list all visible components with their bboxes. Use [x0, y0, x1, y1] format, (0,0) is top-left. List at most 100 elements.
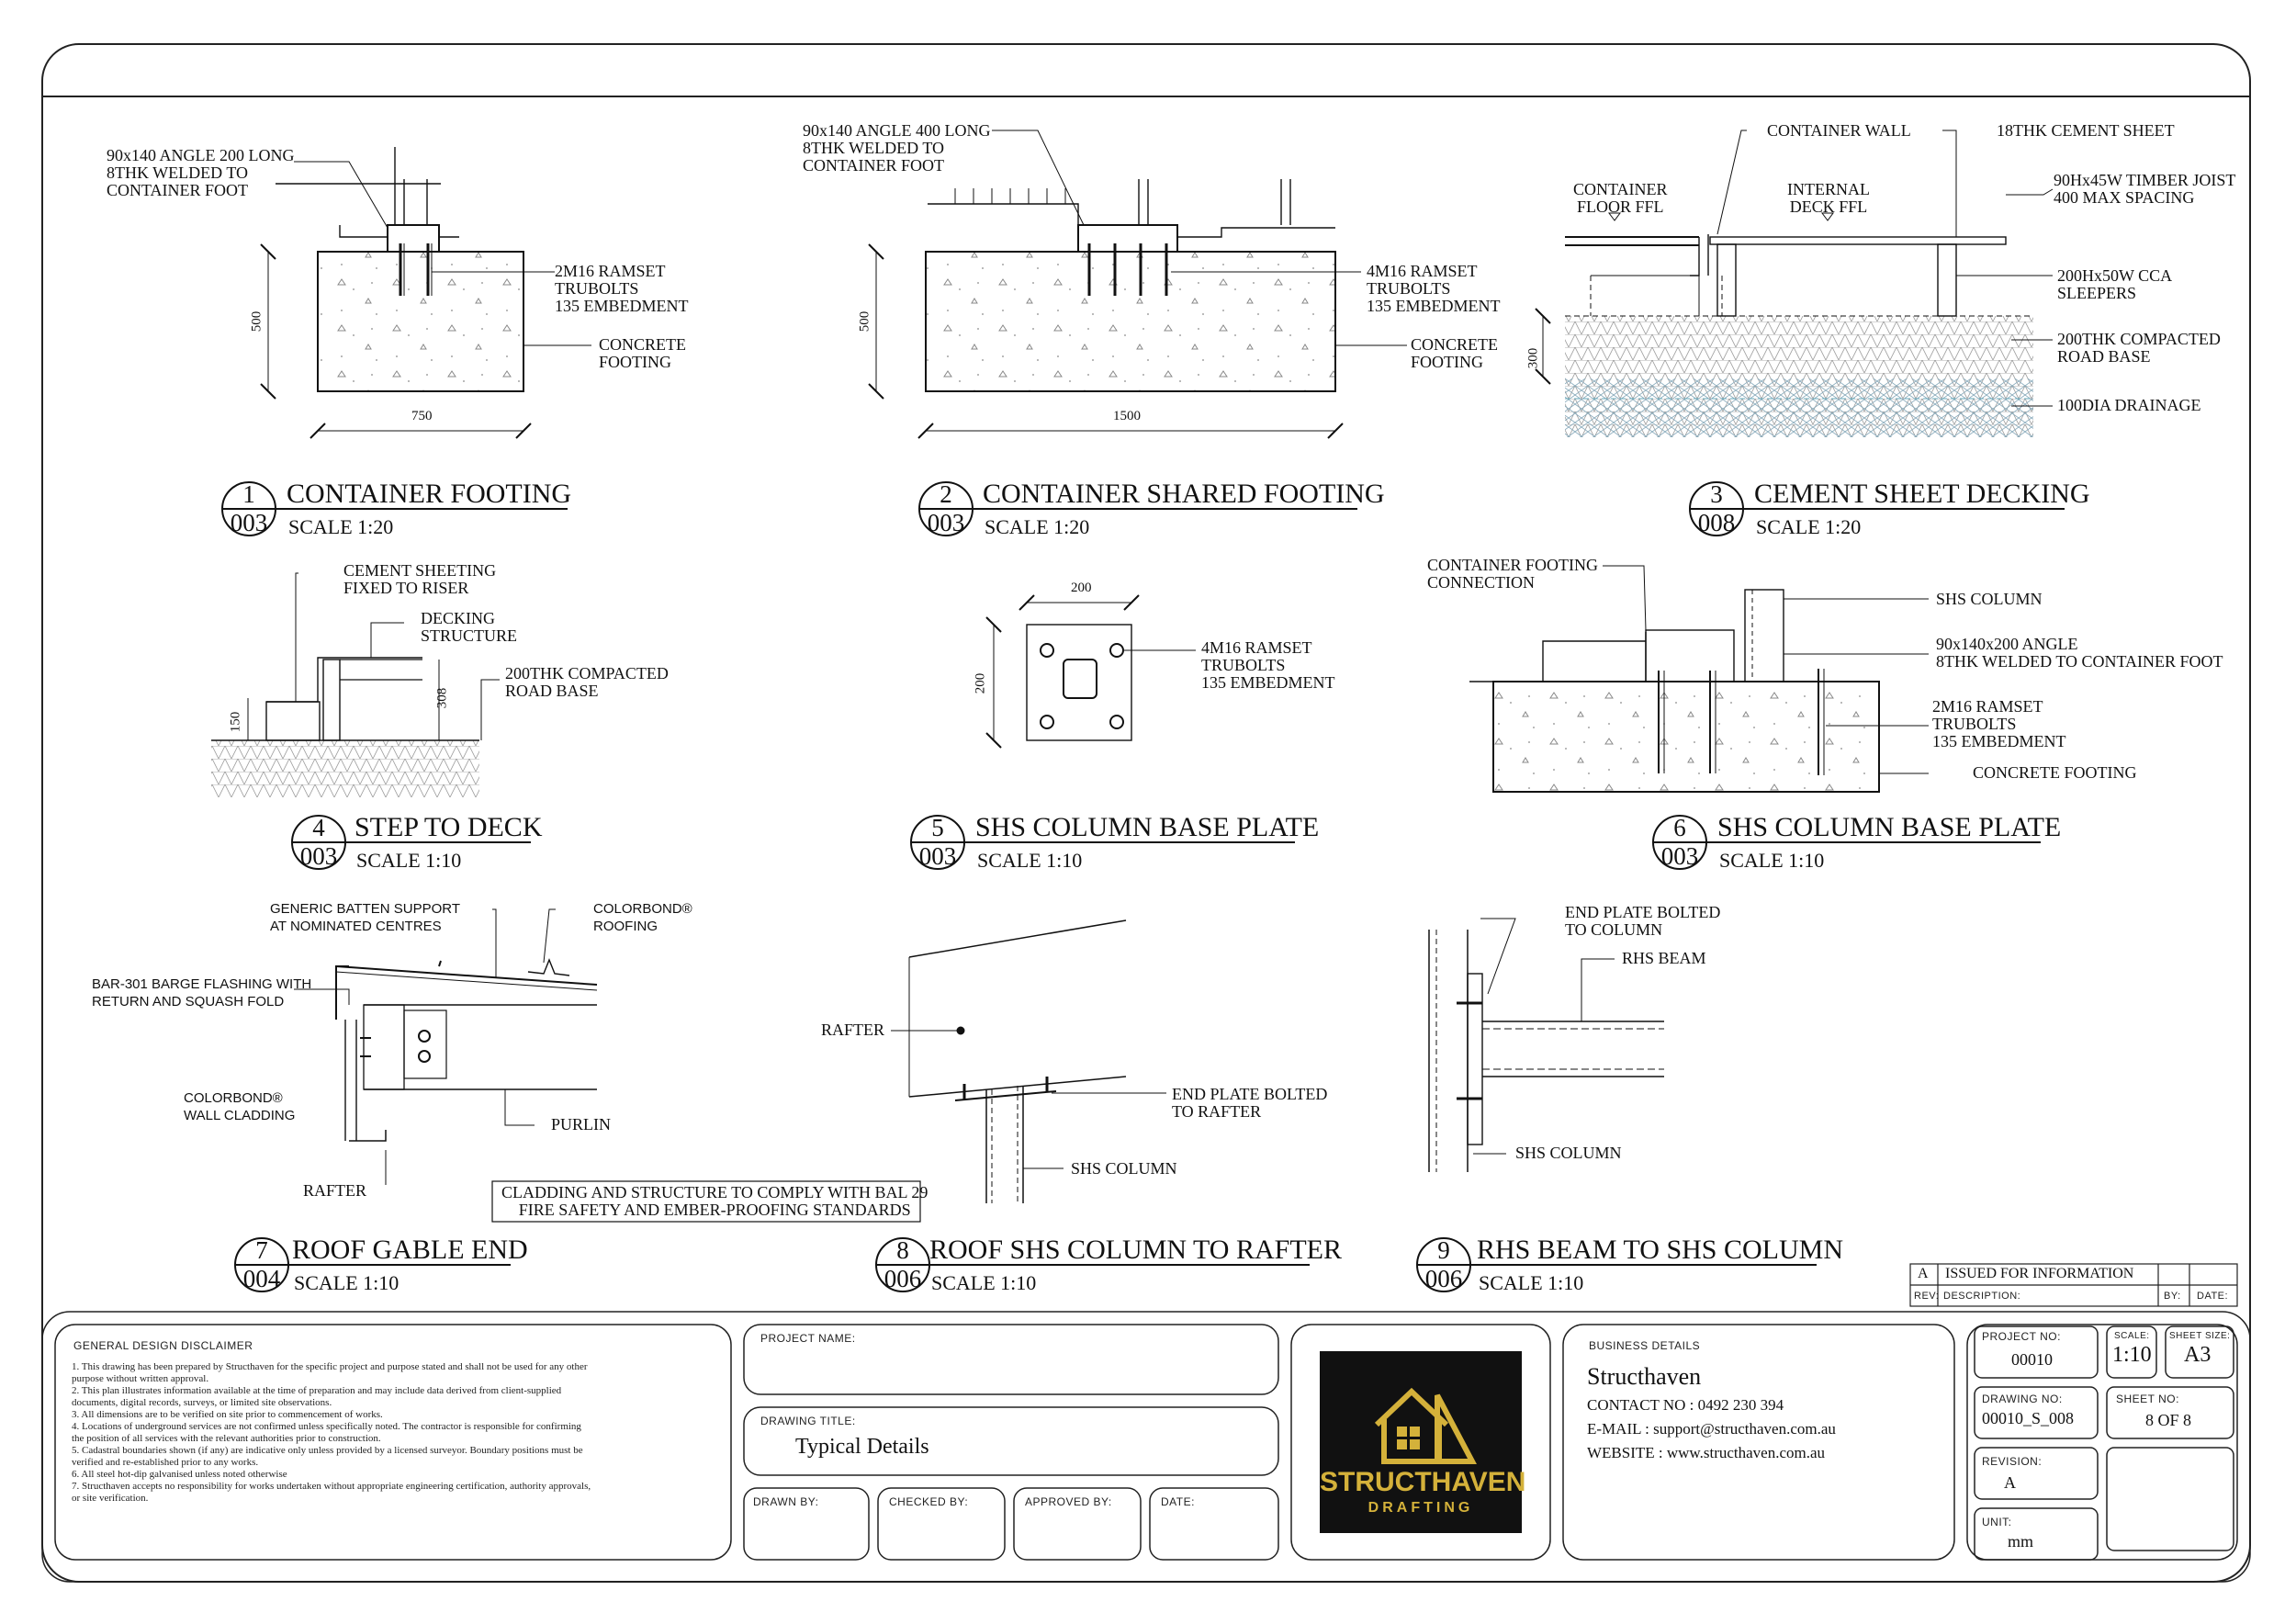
- detail-1-title: CONTAINER FOOTING: [287, 479, 572, 509]
- revision-table-grid: [1909, 1263, 2238, 1307]
- d8-rafter-note: RAFTER: [821, 1021, 885, 1039]
- d3-wall-note: CONTAINER WALL: [1767, 121, 1911, 140]
- d4-sheeting-note: CEMENT SHEETING FIXED TO RISER: [343, 561, 497, 597]
- detail-8-sheet: 006: [884, 1265, 922, 1292]
- detail-6-drawing: [1469, 565, 1929, 793]
- d8-column-note: SHS COLUMN: [1071, 1159, 1177, 1178]
- scale-value: 1:10: [2112, 1343, 2152, 1367]
- d6-footing-note: CONCRETE FOOTING: [1973, 763, 2137, 782]
- project-no-label: PROJECT NO:: [1982, 1330, 2061, 1343]
- logo-name: STRUCTHAVEN: [1320, 1467, 1526, 1497]
- sheet-size-value: A3: [2184, 1343, 2212, 1367]
- detail-7-drawing: [294, 908, 921, 1223]
- d4-h2-dim: 308: [434, 687, 450, 709]
- revision-table-rev-header: REV:: [1914, 1291, 1940, 1302]
- detail-1-sheet: 003: [230, 509, 268, 536]
- business-details-label: BUSINESS DETAILS: [1589, 1339, 1701, 1352]
- disclaimer-line: 3. All dimensions are to be verified on …: [72, 1409, 383, 1420]
- d6-angle-note: 90x140x200 ANGLE 8THK WELDED TO CONTAINE…: [1936, 635, 2223, 671]
- d7-roofing-note: COLORBOND® ROOFING: [593, 901, 692, 934]
- d7-flashing-note: BAR-301 BARGE FLASHING WITH RETURN AND S…: [92, 976, 312, 1009]
- detail-2-number: 2: [940, 480, 952, 508]
- revision-label: REVISION:: [1982, 1455, 2043, 1468]
- business-name: Structhaven: [1587, 1363, 1702, 1390]
- drawing-title-value: Typical Details: [795, 1435, 929, 1459]
- revision-value: A: [2004, 1473, 2016, 1492]
- detail-5-sheet: 003: [918, 842, 957, 870]
- d4-base-note: 200THK COMPACTED ROAD BASE: [505, 664, 669, 700]
- disclaimer-line: purpose without written approval.: [72, 1373, 209, 1384]
- detail-4-scale: SCALE 1:10: [356, 849, 462, 872]
- d1-width-dim: 750: [411, 409, 433, 423]
- d5-width-dim: 200: [1071, 581, 1092, 595]
- d3-sleepers-note: 200Hx50W CCA SLEEPERS: [2057, 266, 2173, 302]
- project-no-value: 00010: [2011, 1350, 2053, 1369]
- detail-5-drawing: [985, 594, 1196, 749]
- detail-3-sheet: 008: [1697, 509, 1736, 536]
- detail-5-scale: SCALE 1:10: [977, 849, 1083, 872]
- detail-bubbles: [221, 481, 2065, 1292]
- d2-footing-note: CONCRETE FOOTING: [1411, 335, 1499, 371]
- detail-5-title: SHS COLUMN BASE PLATE: [975, 812, 1320, 842]
- revision-table-rev: A: [1918, 1266, 1929, 1281]
- disclaimer-line: 6. All steel hot-dip galvanised unless n…: [72, 1469, 287, 1480]
- d3-drain-note: 100DIA DRAINAGE: [2057, 396, 2201, 414]
- d3-joist-note: 90Hx45W TIMBER JOIST 400 MAX SPACING: [2054, 171, 2236, 207]
- d7-batten-note: GENERIC BATTEN SUPPORT AT NOMINATED CENT…: [270, 901, 460, 934]
- detail-3-title: CEMENT SHEET DECKING: [1754, 479, 2090, 509]
- d2-height-dim: 500: [857, 310, 872, 333]
- detail-2-title: CONTAINER SHARED FOOTING: [983, 479, 1385, 509]
- detail-2-sheet: 003: [927, 509, 965, 536]
- detail-3-drawing: [1535, 130, 2054, 437]
- approved-by-label: APPROVED BY:: [1025, 1495, 1112, 1508]
- detail-6-title: SHS COLUMN BASE PLATE: [1717, 812, 2062, 842]
- d6-bolts-note: 2M16 RAMSET TRUBOLTS 135 EMBEDMENT: [1932, 697, 2066, 750]
- d2-angle-note: 90x140 ANGLE 400 LONG 8THK WELDED TO CON…: [803, 121, 991, 175]
- detail-6-number: 6: [1673, 814, 1686, 841]
- d1-angle-note: 90x140 ANGLE 200 LONG 8THK WELDED TO CON…: [107, 146, 295, 199]
- scale-label: SCALE:: [2114, 1331, 2150, 1341]
- company-logo: STRUCTHAVEN DRAFTING: [1320, 1351, 1526, 1533]
- house-icon: [1374, 1387, 1477, 1464]
- revision-table-date-header: DATE:: [2197, 1291, 2229, 1302]
- detail-4-sheet: 003: [299, 842, 338, 870]
- d5-bolts-note: 4M16 RAMSET TRUBOLTS 135 EMBEDMENT: [1201, 638, 1335, 692]
- d9-beam-note: RHS BEAM: [1622, 949, 1706, 967]
- sheet-size-label: SHEET SIZE:: [2169, 1331, 2231, 1341]
- d3-floor-note: CONTAINER FLOOR FFL: [1573, 180, 1668, 216]
- revision-table-by-header: BY:: [2164, 1291, 2181, 1302]
- d1-bolts-note: 2M16 RAMSET TRUBOLTS 135 EMBEDMENT: [555, 262, 689, 315]
- revision-table-description-header: DESCRIPTION:: [1943, 1291, 2021, 1302]
- d7-cladding-note: COLORBOND® WALL CLADDING: [184, 1090, 296, 1123]
- detail-9-scale: SCALE 1:10: [1479, 1271, 1584, 1294]
- detail-7-sheet: 004: [242, 1265, 281, 1292]
- d1-footing-note: CONCRETE FOOTING: [599, 335, 687, 371]
- title-block-frames: [41, 1311, 2251, 1583]
- detail-9-number: 9: [1437, 1236, 1450, 1264]
- detail-3-number: 3: [1710, 480, 1723, 508]
- detail-4-title: STEP TO DECK: [355, 812, 543, 842]
- d9-plate-note: END PLATE BOLTED TO COLUMN: [1565, 903, 1721, 939]
- detail-5-number: 5: [931, 814, 944, 841]
- detail-8-drawing: [891, 919, 1166, 1203]
- disclaimer-line: 1. This drawing has been prepared by Str…: [72, 1361, 588, 1372]
- drawing-no-value: 00010_S_008: [1982, 1409, 2075, 1427]
- d3-sheet-note: 18THK CEMENT SHEET: [1997, 121, 2175, 140]
- d3-base-note: 200THK COMPACTED ROAD BASE: [2057, 330, 2221, 366]
- d1-height-dim: 500: [249, 310, 264, 333]
- d2-bolts-note: 4M16 RAMSET TRUBOLTS 135 EMBEDMENT: [1367, 262, 1501, 315]
- business-contact: CONTACT NO : 0492 230 394: [1587, 1396, 1784, 1414]
- detail-7-number: 7: [255, 1236, 268, 1264]
- d4-structure-note: DECKING STRUCTURE: [421, 609, 518, 645]
- detail-4-number: 4: [312, 814, 325, 841]
- disclaimer-line: verified and re-established prior to any…: [72, 1457, 259, 1468]
- d7-rafter-note: RAFTER: [303, 1181, 367, 1200]
- d8-plate-note: END PLATE BOLTED TO RAFTER: [1172, 1085, 1328, 1121]
- d6-column-note: SHS COLUMN: [1936, 590, 2043, 608]
- detail-9-title: RHS BEAM TO SHS COLUMN: [1477, 1235, 1843, 1265]
- detail-6-sheet: 003: [1660, 842, 1699, 870]
- checked-by-label: CHECKED BY:: [889, 1495, 969, 1508]
- d3-height-dim: 300: [1525, 347, 1541, 369]
- business-website: WEBSITE : www.structhaven.com.au: [1587, 1444, 1826, 1461]
